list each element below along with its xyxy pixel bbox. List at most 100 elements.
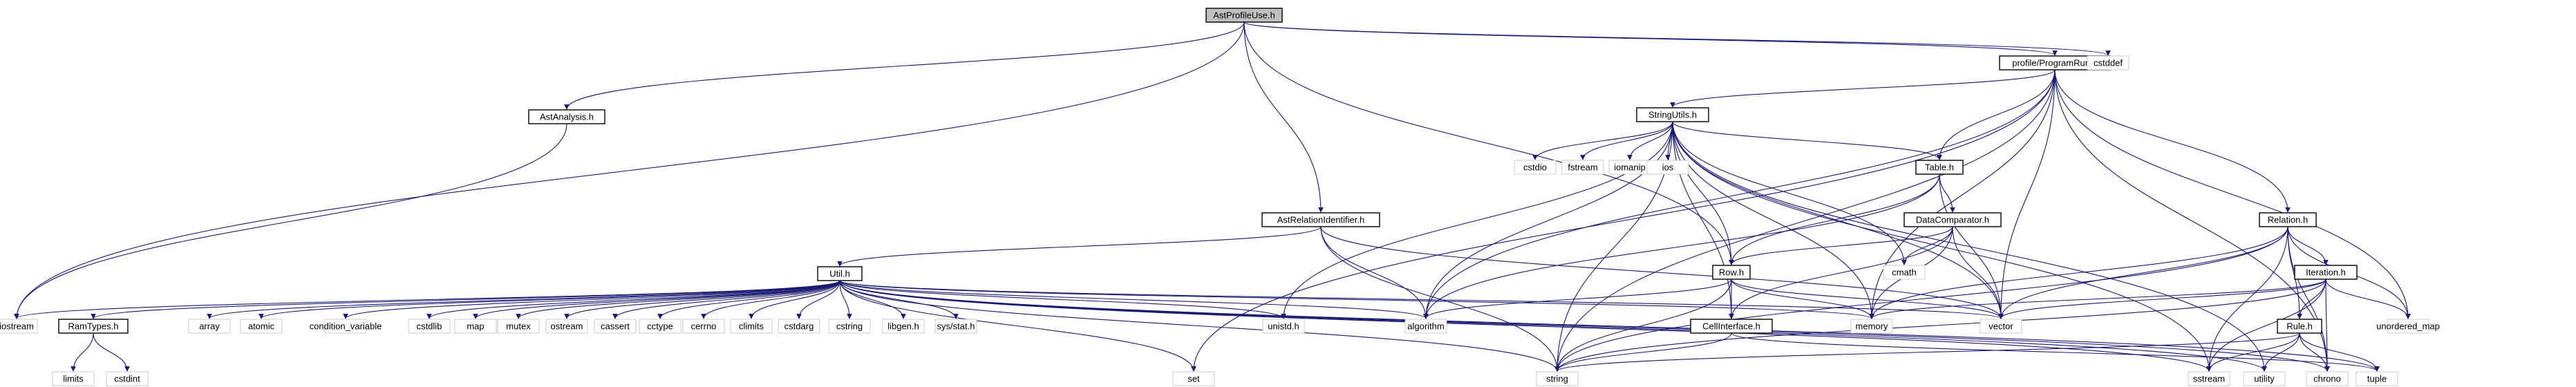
node-libgen[interactable]: libgen.h xyxy=(882,319,925,334)
edge-datacomparator-to-cellinterface xyxy=(1729,226,1953,319)
node-label-cctype: cctype xyxy=(647,321,673,332)
node-frame-limits xyxy=(52,371,95,386)
edge-stringutils-to-string xyxy=(1554,121,1673,372)
edge-relation-to-memory xyxy=(1869,226,2288,319)
node-astprofileuse[interactable]: AstProfileUse.h xyxy=(1205,8,1283,23)
node-ios[interactable]: ios xyxy=(1646,160,1689,175)
node-label-tuple: tuple xyxy=(2367,374,2387,384)
node-label-algorithm: algorithm xyxy=(1407,321,1444,332)
node-label-array: array xyxy=(199,321,220,332)
edge-astanalysis-to-iostream xyxy=(14,123,567,319)
edge-relation-to-chrono xyxy=(2287,226,2330,372)
node-box-cellinterface xyxy=(1690,319,1773,334)
edge-astprofileuse-to-row xyxy=(1243,21,1734,265)
edge-table-to-algorithm xyxy=(1423,173,1940,319)
node-cstring[interactable]: cstring xyxy=(828,319,871,334)
node-frame-algorithm xyxy=(1404,319,1447,334)
edge-stringutils-to-fstream xyxy=(1580,121,1673,160)
node-box-rule xyxy=(2277,319,2322,334)
edge-stringutils-to-cmath xyxy=(1672,121,1907,265)
node-cstddef[interactable]: cstddef xyxy=(2087,55,2130,70)
edge-astprofileuse-to-astrelationidentifier xyxy=(1243,21,1324,213)
node-sysstat[interactable]: sys/stat.h xyxy=(934,319,977,334)
edge-stringutils-to-iomanip xyxy=(1627,121,1673,160)
node-label-chrono: chrono xyxy=(2313,374,2341,384)
node-label-mutex: mutex xyxy=(506,321,531,332)
node-cstdarg[interactable]: cstdarg xyxy=(778,319,820,334)
edge-util-to-ramtypes xyxy=(91,280,840,319)
node-cstdint[interactable]: cstdint xyxy=(106,371,149,386)
node-label-cerrno: cerrno xyxy=(691,321,717,332)
node-row[interactable]: Row.h xyxy=(1712,265,1751,280)
node-memory[interactable]: memory xyxy=(1850,319,1893,334)
node-mutex[interactable]: mutex xyxy=(497,319,540,334)
node-iteration[interactable]: Iteration.h xyxy=(2294,265,2358,280)
node-label-atomic: atomic xyxy=(248,321,275,332)
node-stringutils[interactable]: StringUtils.h xyxy=(1636,107,1709,122)
node-iomanip[interactable]: iomanip xyxy=(1608,160,1651,175)
node-array[interactable]: array xyxy=(188,319,231,334)
node-algorithm[interactable]: algorithm xyxy=(1404,319,1447,334)
node-set[interactable]: set xyxy=(1172,371,1215,386)
node-frame-cctype xyxy=(639,319,681,334)
node-rule[interactable]: Rule.h xyxy=(2277,319,2322,334)
node-astanalysis[interactable]: AstAnalysis.h xyxy=(528,109,605,124)
node-condition_variable[interactable]: condition_variable xyxy=(310,319,382,334)
edge-stringutils-to-memory xyxy=(1672,121,1874,319)
edge-row-to-algorithm xyxy=(1423,279,1732,319)
edge-util-to-cassert xyxy=(612,280,840,319)
node-util[interactable]: Util.h xyxy=(817,266,863,281)
node-frame-set xyxy=(1172,371,1215,386)
node-sstream[interactable]: sstream xyxy=(2188,371,2230,386)
edge-iteration-to-memory xyxy=(1869,279,2326,319)
node-atomic[interactable]: atomic xyxy=(240,319,283,334)
node-iostream[interactable]: iostream xyxy=(0,319,38,334)
node-tuple[interactable]: tuple xyxy=(2356,371,2398,386)
node-astrelationidentifier[interactable]: AstRelationIdentifier.h xyxy=(1261,212,1380,227)
node-climits[interactable]: climits xyxy=(730,319,773,334)
node-cassert[interactable]: cassert xyxy=(594,319,637,334)
node-cmath[interactable]: cmath xyxy=(1883,265,1926,280)
node-unordered_map[interactable]: unordered_map xyxy=(2376,319,2440,334)
edge-iteration-to-vector xyxy=(1998,279,2326,319)
edge-cellinterface-to-tuple xyxy=(1731,332,2380,372)
node-label-astrelationidentifier: AstRelationIdentifier.h xyxy=(1277,215,1364,225)
node-ramtypes[interactable]: RamTypes.h xyxy=(58,319,129,334)
node-frame-utility xyxy=(2243,371,2286,386)
node-map[interactable]: map xyxy=(454,319,497,334)
node-frame-cstdio xyxy=(1514,160,1557,175)
node-unistd[interactable]: unistd.h xyxy=(1262,319,1305,334)
node-label-set: set xyxy=(1187,374,1200,384)
edge-util-to-atomic xyxy=(258,280,840,319)
node-frame-ostream xyxy=(545,319,588,334)
node-vector[interactable]: vector xyxy=(1980,319,2022,334)
node-cellinterface[interactable]: CellInterface.h xyxy=(1690,319,1773,334)
node-fstream[interactable]: fstream xyxy=(1561,160,1604,175)
node-cerrno[interactable]: cerrno xyxy=(682,319,725,334)
node-box-row xyxy=(1712,265,1751,280)
node-frame-cerrno xyxy=(682,319,725,334)
node-frame-unistd xyxy=(1262,319,1305,334)
node-table[interactable]: Table.h xyxy=(1915,160,1964,175)
node-frame-vector xyxy=(1980,319,2022,334)
edge-stringutils-to-cstdio xyxy=(1532,121,1673,160)
edge-relation-to-sstream xyxy=(2206,226,2288,372)
edge-util-to-mutex xyxy=(516,280,840,319)
node-cstdio[interactable]: cstdio xyxy=(1514,160,1557,175)
node-cctype[interactable]: cctype xyxy=(639,319,681,334)
node-string[interactable]: string xyxy=(1536,371,1579,386)
edge-astprofileuse-to-astanalysis xyxy=(564,21,1245,110)
edge-iteration-to-unordered_map xyxy=(2325,279,2411,319)
node-limits[interactable]: limits xyxy=(52,371,95,386)
node-relation[interactable]: Relation.h xyxy=(2259,212,2317,227)
node-cstdlib[interactable]: cstdlib xyxy=(408,319,451,334)
edge-rule-to-string xyxy=(1554,332,2300,372)
node-utility[interactable]: utility xyxy=(2243,371,2286,386)
node-chrono[interactable]: chrono xyxy=(2306,371,2349,386)
node-ostream[interactable]: ostream xyxy=(545,319,588,334)
node-datacomparator[interactable]: DataComparator.h xyxy=(1903,212,2002,227)
node-label-cmath: cmath xyxy=(1892,267,1916,278)
node-frame-atomic xyxy=(240,319,283,334)
edge-programrun-to-table xyxy=(1937,69,2056,160)
